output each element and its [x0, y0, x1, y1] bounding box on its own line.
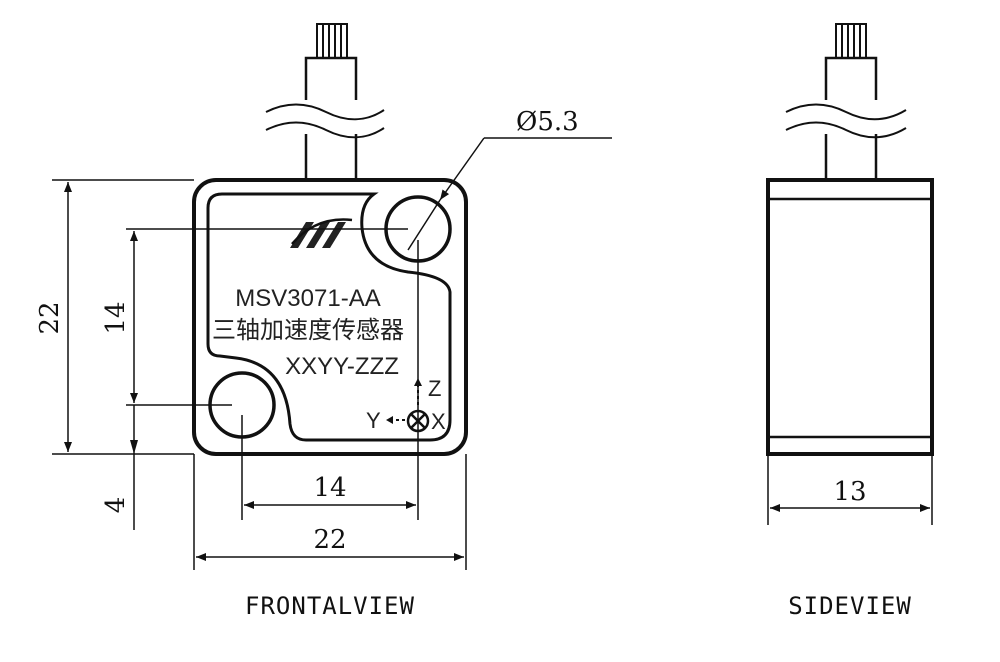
chinese-label: 三轴加速度传感器 — [212, 317, 404, 344]
axis-x-label: X — [431, 409, 446, 434]
front-cable — [265, 23, 385, 186]
dim-hole-spacing-horizontal: 14 — [313, 473, 346, 503]
dim-hole-spacing-vertical: 14 — [101, 301, 131, 334]
dim-height-total: 22 — [35, 301, 65, 334]
axis-z-label: Z — [428, 376, 441, 401]
side-view-caption: SIDEVIEW — [788, 592, 912, 620]
front-view: MSV3071-AA 三轴加速度传感器 XXYY-ZZZ Z Y X — [35, 23, 612, 620]
front-view-caption: FRONTALVIEW — [245, 592, 415, 620]
dim-width-total: 22 — [313, 525, 346, 555]
model-label: MSV3071-AA — [235, 285, 380, 312]
dim-hole-offset-bottom: 4 — [101, 497, 131, 514]
side-cable — [785, 23, 907, 186]
front-label-area — [206, 192, 452, 442]
side-view: 13 SIDEVIEW — [766, 23, 934, 620]
dim-thickness: 13 — [833, 477, 866, 507]
serial-label: XXYY-ZZZ — [285, 353, 399, 380]
side-body-outline — [766, 178, 934, 456]
axis-y-label: Y — [366, 408, 381, 433]
dim-hole-diameter: Ø5.3 — [516, 107, 579, 137]
front-extension-lines — [52, 179, 467, 570]
